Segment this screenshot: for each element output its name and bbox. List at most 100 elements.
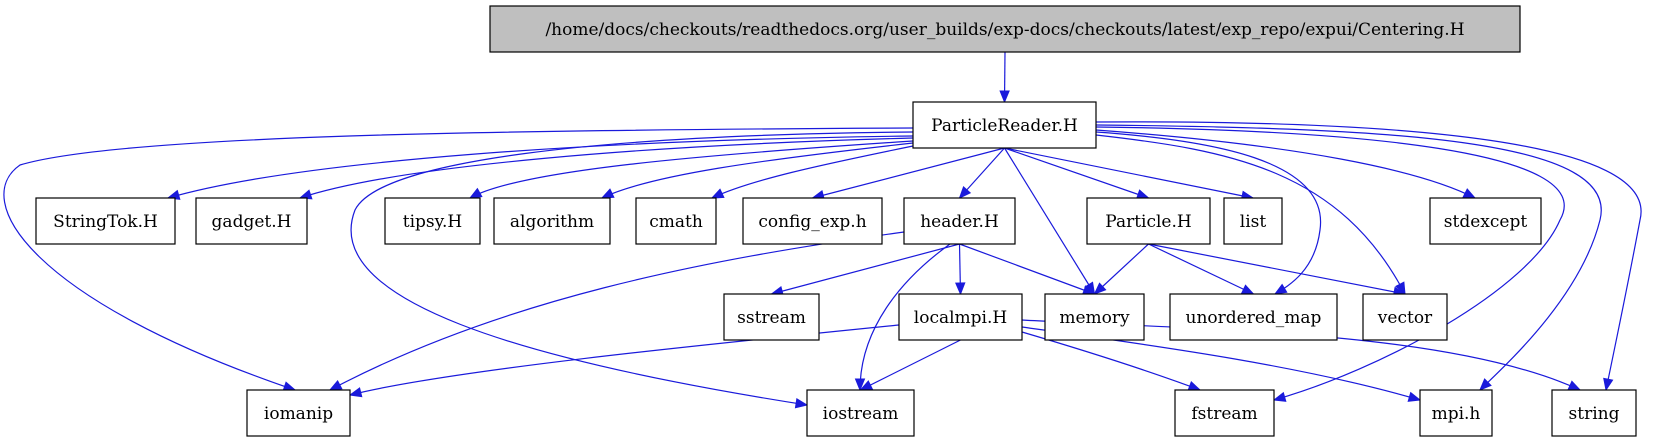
edge-line [1148,243,1254,295]
edge-particlereader-to-iostream [350,131,914,409]
edge-particlereader-to-mpih [1095,124,1602,391]
edge-arrowhead [958,185,972,199]
edge-particlereader-to-particle [1004,147,1150,200]
edge-line [469,140,914,199]
node-box [1223,197,1283,245]
node-box [35,197,176,245]
node-box [912,101,1097,149]
node-unordered_map[interactable]: unordered_map [1169,293,1338,341]
node-iomanip[interactable]: iomanip [246,389,351,437]
node-box [246,389,351,437]
edge-particlereader-to-stringtok [166,135,914,200]
node-box [1044,293,1145,341]
node-list[interactable]: list [1223,197,1283,245]
node-stringtok[interactable]: StringTok.H [35,197,176,245]
edge-line [1004,147,1254,199]
node-box [1086,197,1211,245]
edge-particle-to-unordered_map [1148,243,1255,295]
edge-line [1094,243,1149,295]
edge-localmpi-to-iostream [859,339,961,391]
node-cmath[interactable]: cmath [635,197,717,245]
node-memory[interactable]: memory [1044,293,1145,341]
edge-line [812,147,1005,199]
node-label: algorithm [510,212,594,232]
edge-line [1095,124,1602,391]
edge-arrowhead [328,379,343,391]
node-label: gadget.H [212,212,292,232]
edge-particlereader-to-fstream [1095,126,1565,402]
edge-arrowhead [1479,378,1492,391]
node-config_exp[interactable]: config_exp.h [742,197,883,245]
edge-particlereader-to-unordered_map [1095,131,1322,295]
edge-line [711,145,914,199]
node-label: iostream [823,404,899,424]
edge-line [771,243,960,295]
edge-line [1095,131,1322,295]
edge-arrowhead [1603,377,1614,392]
node-particle[interactable]: Particle.H [1086,197,1211,245]
edge-line [350,131,914,406]
edge-arrowhead [955,282,966,296]
edge-line [167,135,914,199]
node-box [384,197,481,245]
node-algorithm[interactable]: algorithm [493,197,611,245]
node-stdexcept[interactable]: stdexcept [1429,197,1542,245]
node-box [723,293,820,341]
node-label: iomanip [264,404,333,424]
edge-line [860,339,961,391]
edge-particlereader-to-algorithm [600,142,914,199]
node-label: fstream [1191,404,1257,424]
edge-centering-to-particlereader [999,51,1010,104]
edge-particle-to-memory [1093,243,1149,295]
node-box [493,197,611,245]
edge-line [1148,243,1406,295]
node-label: vector [1377,308,1433,328]
node-box [1174,389,1275,437]
edge-arrowhead [1273,283,1288,295]
edge-arrowhead [1272,391,1287,402]
edge-particlereader-to-config_exp [811,147,1005,201]
node-centering[interactable]: /home/docs/checkouts/readthedocs.org/use… [489,5,1521,53]
edge-particlereader-to-vector [1095,134,1406,296]
node-label: Particle.H [1105,212,1191,232]
node-fstream[interactable]: fstream [1174,389,1275,437]
node-box [898,293,1023,341]
edge-arrowhead [794,398,809,409]
edge-line [601,142,914,199]
node-label: ParticleReader.H [931,116,1078,136]
edge-arrowhead [1395,281,1406,296]
edge-arrowhead [1240,284,1255,295]
node-tipsy[interactable]: tipsy.H [384,197,481,245]
node-gadget[interactable]: gadget.H [195,197,308,245]
edge-particle-to-vector [1148,243,1407,297]
edge-arrowhead [600,188,615,199]
node-box [489,5,1521,53]
node-label: StringTok.H [53,212,158,232]
node-particlereader[interactable]: ParticleReader.H [912,101,1097,149]
edge-particlereader-to-gadget [298,137,914,200]
node-label: unordered_map [1186,308,1322,328]
edge-line [1095,134,1406,295]
node-box [742,197,883,245]
node-header[interactable]: header.H [903,197,1016,245]
node-iostream[interactable]: iostream [806,389,915,437]
graph-nodes: /home/docs/checkouts/readthedocs.org/use… [35,5,1637,437]
edge-line [1004,147,1149,199]
node-string[interactable]: string [1551,389,1637,437]
edge-arrowhead [1135,189,1150,200]
edge-particlereader-to-header [958,147,1005,199]
edge-particlereader-to-tipsy [468,140,914,199]
node-label: header.H [920,212,999,232]
edge-line [1095,126,1565,401]
edge-line [299,137,914,199]
node-box [806,389,915,437]
edge-line [1095,129,1476,199]
node-sstream[interactable]: sstream [723,293,820,341]
node-mpih[interactable]: mpi.h [1419,389,1493,437]
node-box [1429,197,1542,245]
edge-arrowhead [1567,380,1582,391]
node-vector[interactable]: vector [1362,293,1448,341]
node-box [1169,293,1338,341]
node-localmpi[interactable]: localmpi.H [898,293,1023,341]
node-box [1419,389,1493,437]
